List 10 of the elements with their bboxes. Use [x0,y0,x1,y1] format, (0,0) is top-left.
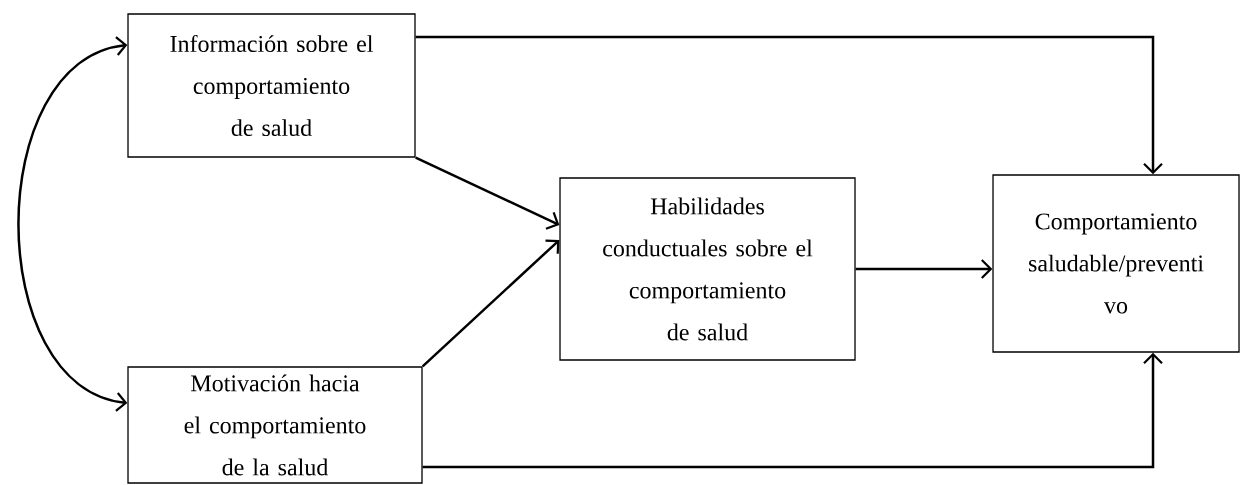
arrow [421,239,560,368]
arrow [422,352,1163,469]
text-box: Motivación hacia el comportamiento de la salud [127,366,423,484]
text-box: Información sobre el comportamiento de salud [127,13,416,158]
text-box: Comportamiento saludable/preventi vo [992,174,1240,353]
text-box: Habilidades conductuales sobre el comportamiento de salud [559,177,856,361]
arrow [855,259,993,279]
arrow [415,156,560,230]
arrow [415,35,1163,175]
arrow [17,36,128,412]
